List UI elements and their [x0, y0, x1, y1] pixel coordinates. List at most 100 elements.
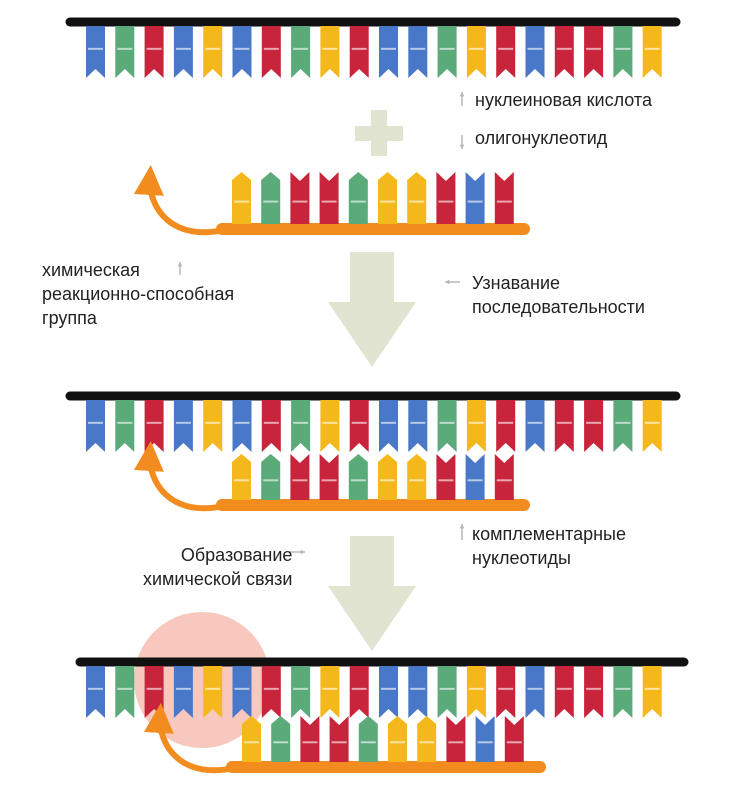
- nucleotide-yellow: [407, 454, 427, 500]
- small-arrowhead: [445, 279, 450, 285]
- small-arrowhead: [177, 262, 183, 267]
- nucleotide-green: [437, 26, 457, 78]
- nucleotide-green: [261, 172, 281, 224]
- nucleotide-stripe: [448, 741, 464, 744]
- nucleotide-stripe: [117, 687, 133, 690]
- nucleotide-stripe: [410, 47, 426, 50]
- nucleotide-yellow: [466, 666, 486, 718]
- plus-icon-bar: [355, 126, 403, 141]
- nucleotide-green: [348, 172, 368, 224]
- nucleotide-red: [261, 666, 281, 718]
- nucleotide-red: [319, 172, 339, 224]
- nucleotide-stripe: [644, 47, 660, 50]
- nucleotide-stripe: [467, 200, 483, 203]
- label-sequence-recognition: Узнавание последовательности: [472, 273, 645, 317]
- nucleotide-green: [613, 26, 633, 78]
- nucleotide-red: [554, 666, 574, 718]
- nucleotide-stripe: [321, 200, 337, 203]
- small-arrowhead: [459, 144, 465, 149]
- nucleotide-stripe: [498, 47, 514, 50]
- nucleotide-stripe: [615, 421, 631, 424]
- nucleotide-stripe: [146, 421, 162, 424]
- nucleotide-green: [291, 26, 311, 78]
- nucleotide-stripe: [331, 741, 347, 744]
- nucleotide-stripe: [477, 741, 493, 744]
- nucleotide-red: [446, 716, 466, 762]
- nucleotide-stripe: [146, 687, 162, 690]
- nucleotide-green: [437, 666, 457, 718]
- nucleotide-yellow: [203, 26, 223, 78]
- nucleotide-stripe: [468, 47, 484, 50]
- nucleotide-red: [261, 400, 281, 452]
- nucleotide-stripe: [468, 687, 484, 690]
- nucleotide-stripe: [644, 421, 660, 424]
- nucleotide-stripe: [380, 200, 395, 203]
- nucleotide-yellow: [232, 172, 251, 224]
- nucleotide-stripe: [586, 687, 602, 690]
- nucleotide-stripe: [496, 200, 512, 203]
- nucleotide-red: [436, 172, 456, 224]
- nucleotide-yellow: [320, 26, 340, 78]
- nucleotide-green: [358, 716, 378, 762]
- nucleotide-stripe: [438, 479, 454, 482]
- nucleotide-red: [349, 26, 369, 78]
- nucleotide-stripe: [438, 200, 454, 203]
- nucleotide-stripe: [175, 687, 191, 690]
- nucleotide-stripe: [496, 479, 512, 482]
- nucleotide-stripe: [293, 687, 309, 690]
- nucleotide-blue: [86, 400, 105, 452]
- nucleotide-stripe: [351, 47, 367, 50]
- nucleotide-stripe: [556, 47, 572, 50]
- nucleotide-yellow: [642, 26, 662, 78]
- nucleotide-stripe: [351, 421, 367, 424]
- nucleotide-stripe: [292, 200, 308, 203]
- small-arrowhead: [459, 92, 465, 97]
- nucleotide-stripe: [410, 687, 426, 690]
- nucleotide-stripe: [205, 47, 221, 50]
- nucleotide-blue: [173, 400, 193, 452]
- nucleotide-blue: [408, 400, 428, 452]
- nucleotide-stripe: [322, 421, 338, 424]
- nucleotide-red: [554, 26, 574, 78]
- curved-arrow-icon: [133, 165, 231, 236]
- nucleotide-blue: [525, 400, 545, 452]
- nucleotide-stripe: [350, 479, 366, 482]
- curved-arrow-icon: [133, 441, 231, 512]
- nucleotide-stripe: [175, 47, 191, 50]
- small-arrowhead: [300, 549, 305, 555]
- nucleotide-stripe: [439, 687, 455, 690]
- down-arrow-icon: [328, 252, 416, 367]
- nucleotide-yellow: [417, 716, 437, 762]
- nucleotide-stripe: [263, 421, 279, 424]
- nucleotide-stripe: [527, 47, 543, 50]
- nucleotide-blue: [408, 26, 428, 78]
- nucleotide-blue: [465, 172, 485, 224]
- nucleotide-yellow: [320, 400, 340, 452]
- nucleotide-red: [504, 716, 524, 762]
- nucleotide-red: [436, 454, 456, 500]
- nucleotide-red: [300, 716, 320, 762]
- nucleotide-stripe: [244, 741, 259, 744]
- nucleotide-red: [349, 666, 369, 718]
- curved-arrow-icon: [143, 703, 241, 774]
- nucleotide-stripe: [234, 687, 250, 690]
- nucleotide-stripe: [292, 479, 308, 482]
- nucleotide-stripe: [586, 47, 602, 50]
- nucleotide-red: [329, 716, 349, 762]
- nucleotide-green: [613, 666, 633, 718]
- nucleotide-stripe: [556, 421, 572, 424]
- nucleotide-stripe: [381, 421, 396, 424]
- nucleotide-stripe: [644, 687, 660, 690]
- nucleotide-stripe: [234, 47, 250, 50]
- nucleotide-yellow: [407, 172, 427, 224]
- nucleotide-green: [115, 666, 135, 718]
- nucleotide-yellow: [388, 716, 407, 762]
- nucleotide-blue: [475, 716, 495, 762]
- nucleotide-green: [261, 454, 281, 500]
- nucleotide-stripe: [439, 47, 455, 50]
- nucleotide-stripe: [468, 421, 484, 424]
- nucleotide-blue: [525, 26, 545, 78]
- nucleotide-stripe: [234, 200, 249, 203]
- nucleotide-stripe: [322, 687, 338, 690]
